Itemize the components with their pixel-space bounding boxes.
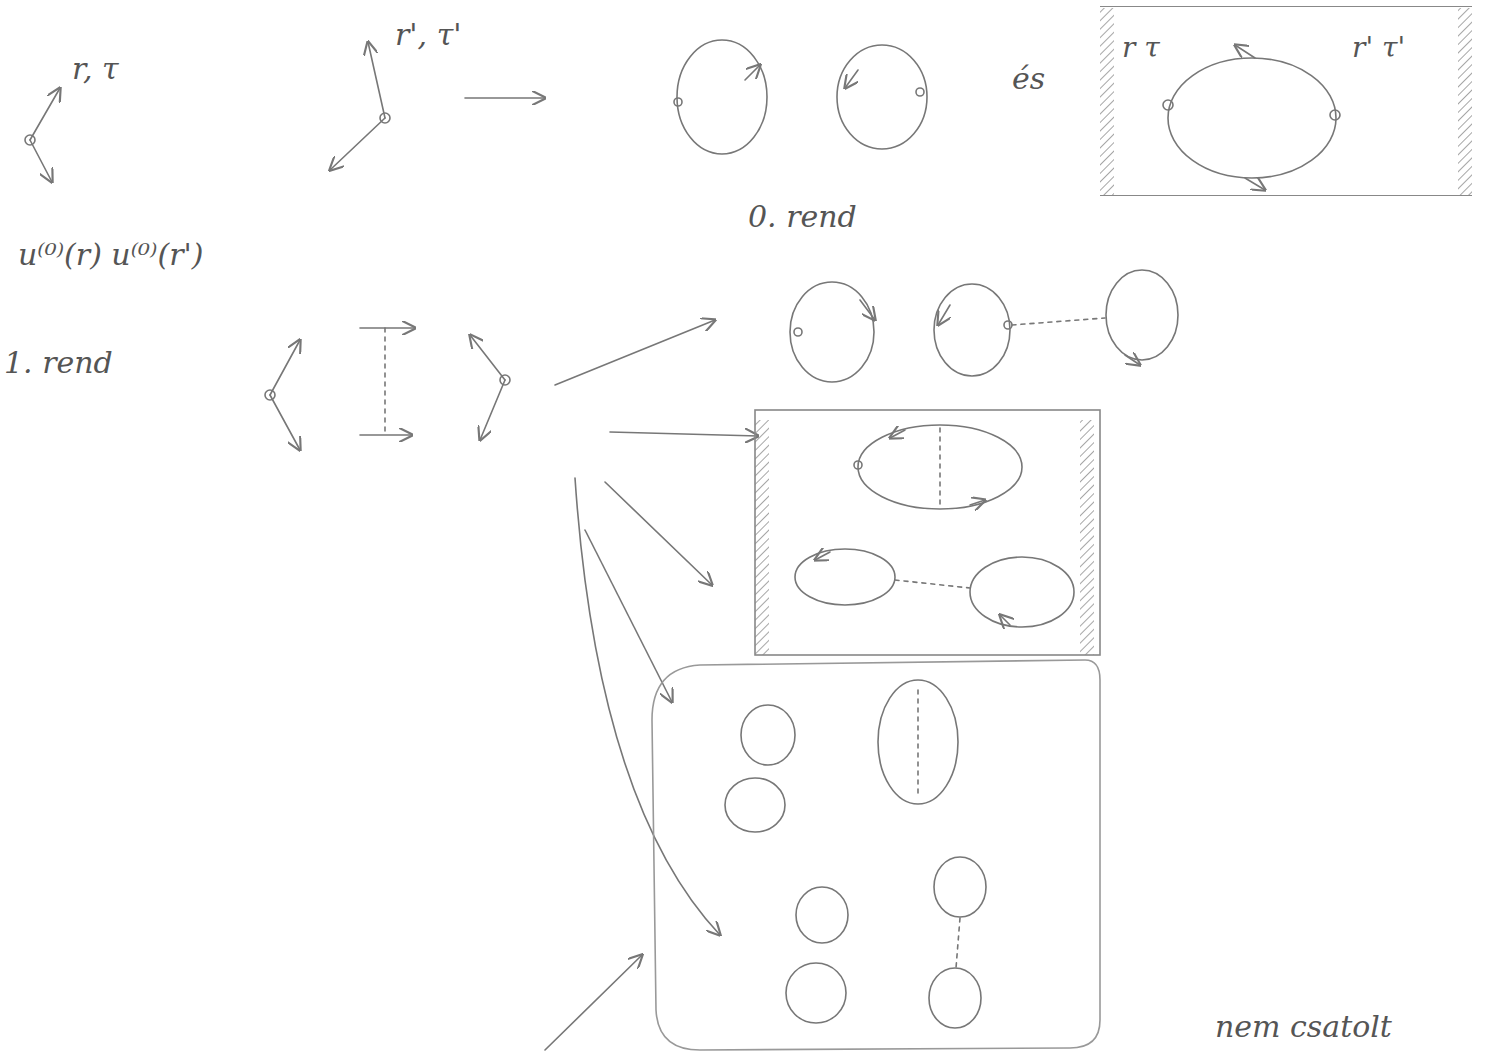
- conjunction: és: [1012, 62, 1045, 95]
- arrow: [465, 97, 545, 99]
- note: nem csatolt: [1215, 1010, 1392, 1043]
- vertex-right: [330, 42, 390, 170]
- wavefunction-label: u⁽⁰⁾(r) u⁽⁰⁾(r'): [18, 238, 203, 271]
- order-label: 1. rend: [4, 346, 113, 379]
- order-label: 0. rend: [748, 200, 857, 233]
- vertex-label: r τ: [1120, 33, 1162, 64]
- vertex-left: [25, 88, 60, 182]
- interaction-line: [360, 328, 415, 435]
- vertex-label: r' τ': [1350, 33, 1407, 64]
- diagram-frame: r τ r' τ': [1100, 6, 1472, 196]
- coordinate-label: r', τ': [395, 18, 462, 51]
- vertex-left: [265, 340, 300, 450]
- vertex-right: [470, 335, 510, 440]
- coordinate-label: r, τ: [72, 52, 119, 85]
